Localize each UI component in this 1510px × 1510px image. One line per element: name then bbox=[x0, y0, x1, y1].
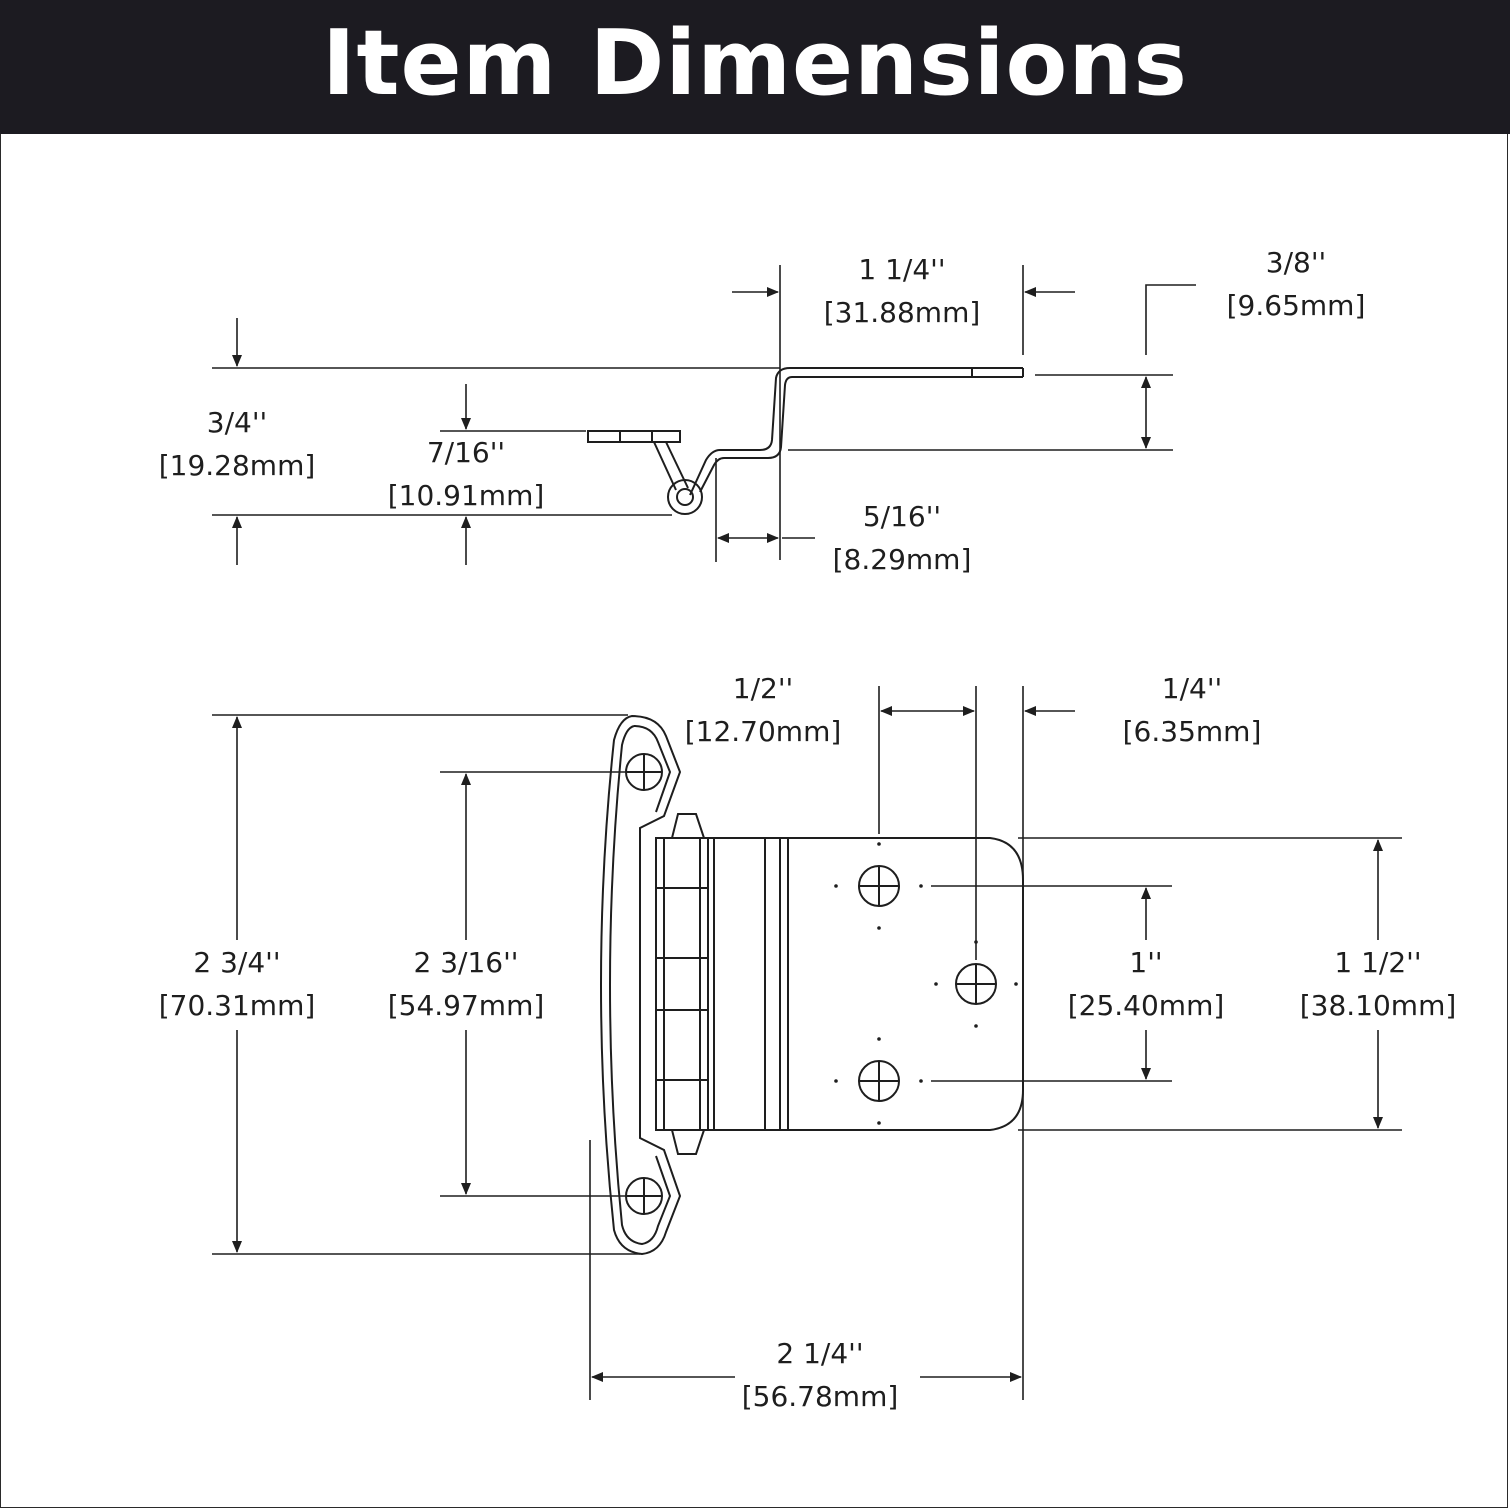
overall-width-imperial: 2 1/4'' bbox=[776, 1337, 863, 1370]
leaf-hole-spacing-metric: [25.40mm] bbox=[1068, 989, 1225, 1022]
overall-height-metric: [19.28mm] bbox=[159, 449, 316, 482]
leaf-offset-imperial: 3/8'' bbox=[1266, 246, 1326, 279]
hole-spacing-x-metric: [12.70mm] bbox=[685, 715, 842, 748]
side-view bbox=[212, 265, 1196, 565]
front-view-labels: 1/2'' [12.70mm] 1/4'' [6.35mm] 2 3/4'' [… bbox=[159, 672, 1457, 1413]
hinge-knuckle bbox=[655, 813, 715, 1155]
front-dimension-arrows bbox=[232, 706, 1383, 1382]
edge-to-hole-metric: [6.35mm] bbox=[1123, 715, 1262, 748]
overall-length-metric: [31.88mm] bbox=[824, 296, 981, 329]
leaf-offset-metric: [9.65mm] bbox=[1227, 289, 1366, 322]
frame-hole-spacing-metric: [54.97mm] bbox=[388, 989, 545, 1022]
overall-height-imperial: 3/4'' bbox=[207, 406, 267, 439]
side-dimension-arrows bbox=[232, 287, 1151, 565]
leaf-height-imperial: 1 1/2'' bbox=[1334, 946, 1421, 979]
label-backgrounds bbox=[180, 940, 1456, 1030]
hole-center-marks bbox=[834, 842, 1018, 1125]
frame-leaf bbox=[600, 714, 682, 1256]
front-extension-lines bbox=[212, 686, 1402, 1400]
title-banner: Item Dimensions bbox=[0, 0, 1510, 134]
overall-width-metric: [56.78mm] bbox=[742, 1380, 899, 1413]
hole-spacing-x-imperial: 1/2'' bbox=[733, 672, 793, 705]
frame-hole-spacing-imperial: 2 3/16'' bbox=[414, 946, 519, 979]
edge-to-hole-imperial: 1/4'' bbox=[1162, 672, 1222, 705]
knuckle-offset-metric: [8.29mm] bbox=[833, 543, 972, 576]
overall-length-imperial: 1 1/4'' bbox=[858, 253, 945, 286]
leaf-height-metric: [38.10mm] bbox=[1300, 989, 1457, 1022]
frame-leaf-height-imperial: 2 3/4'' bbox=[193, 946, 280, 979]
knuckle-offset-imperial: 5/16'' bbox=[863, 500, 941, 533]
front-view bbox=[212, 686, 1402, 1400]
leaf-hole-spacing-imperial: 1'' bbox=[1129, 946, 1162, 979]
side-view-labels: 1 1/4'' [31.88mm] 3/8'' [9.65mm] 3/4'' [… bbox=[159, 246, 1366, 576]
flange-height-metric: [10.91mm] bbox=[388, 479, 545, 512]
side-extension-lines bbox=[212, 265, 1196, 562]
frame-leaf-height-metric: [70.31mm] bbox=[159, 989, 316, 1022]
page-title: Item Dimensions bbox=[321, 11, 1188, 116]
hinge-side-profile bbox=[587, 367, 1024, 515]
flange-height-imperial: 7/16'' bbox=[427, 436, 505, 469]
